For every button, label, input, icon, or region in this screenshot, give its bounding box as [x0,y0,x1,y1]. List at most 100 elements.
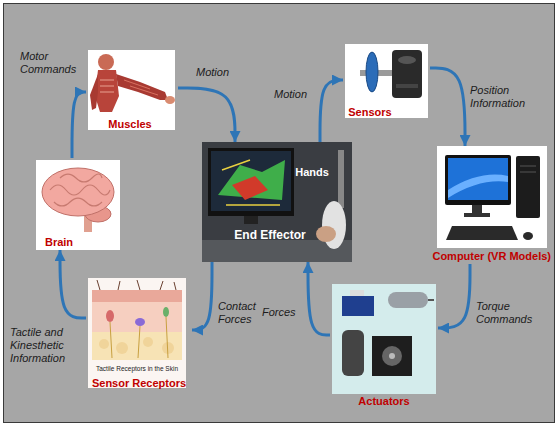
actuators-picture-part [388,292,428,308]
figure-node: HandsEnd Effector [202,142,352,262]
brain-picture [36,160,120,250]
computer-picture [437,146,547,248]
end-effector-photo-part [218,160,285,200]
flow-arrow [60,250,86,318]
computer-picture-part [446,226,518,240]
flow-arrow [430,68,465,146]
sensors-picture [345,44,428,118]
sensors-picture-part [345,44,428,118]
figure-node: Sensors [343,42,430,122]
flow-arrow [320,80,343,142]
skin-picture-part [116,342,128,354]
muscles-figure-part [100,80,114,92]
node-label: Muscles [108,118,151,131]
computer-picture-part [523,232,533,240]
flow-label: Tactile and Kinesthetic Information [10,326,80,365]
skin-picture-part [97,280,176,290]
brain-picture-part [42,168,114,216]
actuators-picture-part [389,353,395,359]
skin-picture-part [110,317,168,358]
skin-picture-part [143,337,153,347]
sensors-picture-part [398,56,416,64]
flow-label: Motor Commands [20,50,80,76]
flow-arrow [178,88,235,142]
end-effector-photo [202,142,352,262]
image-caption: Tactile Receptors in the Skin [96,365,178,373]
node-label: End Effector [234,229,305,242]
flow-label: Motion [196,66,240,79]
node-label: Computer (VR Models) [432,250,551,263]
flow-label: Position Information [470,84,532,110]
end-effector-photo-part [202,142,352,262]
node-label: Actuators [358,395,409,408]
muscles-figure-part [116,74,168,100]
actuators-picture-part [372,336,412,376]
brain-picture-part [60,174,102,182]
computer-picture-part [437,146,547,248]
skin-picture-part [88,278,186,388]
figure-node: Brain [30,158,125,250]
skin-picture-part [106,310,114,322]
actuators-picture-part [428,299,434,301]
computer-picture-part [472,205,482,213]
muscles-figure-part [165,96,175,104]
node-label: Brain [45,236,73,249]
sensors-picture-part [366,52,378,92]
end-effector-photo-part [244,216,258,224]
end-effector-photo-part [208,148,294,216]
figure-node: Muscles [86,48,178,132]
actuators-picture-part [332,284,436,394]
end-effector-photo-part [316,226,336,242]
flow-arrow [72,92,86,158]
skin-picture-part [92,332,182,360]
computer-picture-part [516,156,540,218]
actuators-picture-part [350,290,364,296]
end-effector-photo-part [211,151,291,211]
flow-label: Contact Forces [218,300,266,326]
flow-label: Torque Commands [476,300,536,326]
end-effector-photo-part [222,160,280,205]
actuators-picture-part [342,296,374,316]
figure-node: Sensor Receptors [86,276,192,392]
flow-arrow [308,262,330,335]
computer-picture-part [520,166,536,172]
brain-picture-part [54,198,102,206]
actuators-picture-part [342,330,364,376]
muscles-figure-part [90,74,98,110]
muscles-figure-part [95,70,119,112]
actuators-picture [332,284,436,394]
brain-picture-part [50,185,110,195]
figure-node: Actuators [330,282,438,408]
muscles-figure-part [88,50,175,130]
node-label: Sensors [348,106,391,119]
end-effector-photo-part [338,150,344,208]
node-label: Sensor Receptors [92,377,186,390]
computer-picture-part [464,213,490,217]
skin-picture-part [99,339,109,349]
flow-arrow [438,264,470,328]
brain-picture-part [36,160,120,250]
sensors-picture-part [392,50,422,98]
computer-picture-part [448,175,508,198]
end-effector-photo-part [232,176,268,200]
node-label: Hands [295,166,329,179]
skin-picture-part [163,307,169,317]
flow-arrow [192,262,212,330]
muscles-figure-part [98,54,114,70]
muscles-figure-part [124,80,158,95]
flow-label: Forces [262,306,302,319]
sensors-picture-part [396,84,418,88]
actuators-picture-part [382,346,402,366]
computer-picture-part [445,155,511,205]
skin-picture-part [135,318,145,326]
flow-label: Motion [274,88,316,101]
muscles-figure [88,50,175,130]
computer-picture-part [448,158,508,200]
skin-picture-part [92,302,182,332]
skin-picture [88,278,186,388]
